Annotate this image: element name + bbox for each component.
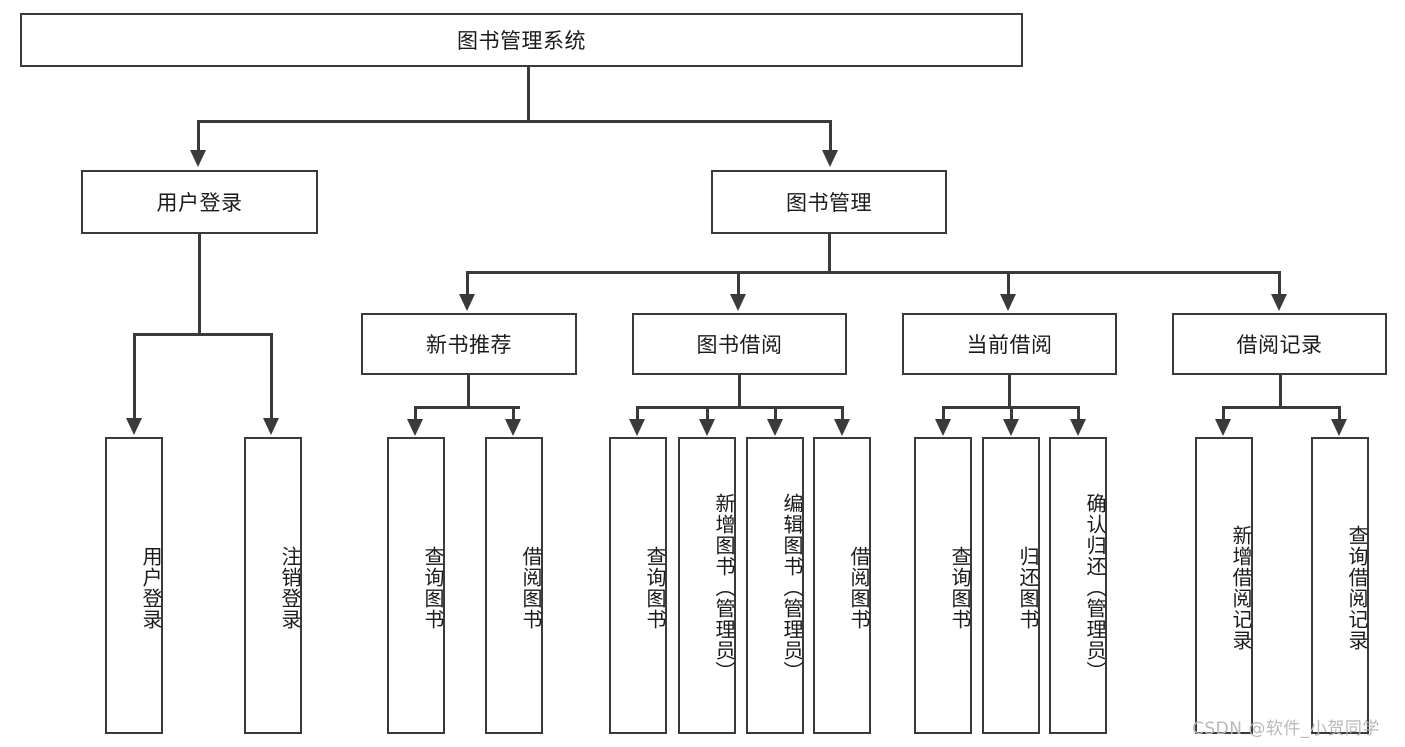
connector-book-borrow-leaf3 <box>774 406 777 421</box>
connector-borrow-record-leaf2 <box>1338 406 1341 421</box>
arrowhead-current-borrow-leaf2 <box>1003 419 1019 436</box>
watermark-text: CSDN @软件_小贺同学 <box>1192 719 1380 739</box>
node-user-login[interactable]: 用户登录 <box>81 170 318 234</box>
leaf-new-book-1[interactable]: 查询图书 <box>387 437 445 734</box>
node-book-borrow[interactable]: 图书借阅 <box>632 313 847 375</box>
leaf-book-borrow-2[interactable]: 新增图书（管理员） <box>678 437 736 734</box>
connector-borrow-record-stem <box>1279 375 1282 408</box>
connector-book-borrow-leaf1 <box>636 406 639 421</box>
connector-new-book-stem <box>467 375 470 408</box>
connector-to-new-book <box>466 271 469 296</box>
arrowhead-new-book-leaf1 <box>407 419 423 436</box>
connector-to-borrow-record <box>1278 271 1281 296</box>
leaf-current-borrow-2[interactable]: 归还图书 <box>982 437 1040 734</box>
connector-book-borrow-leaf2 <box>706 406 709 421</box>
arrowhead-to-current-borrow <box>1000 294 1016 311</box>
connector-new-book-leaf2 <box>512 406 515 421</box>
connector-current-borrow-stem <box>1008 375 1011 408</box>
connector-level2-bus <box>197 120 831 123</box>
connector-new-book-leaf1 <box>414 406 417 421</box>
node-borrow-record[interactable]: 借阅记录 <box>1172 313 1387 375</box>
connector-to-book-borrow <box>737 271 740 296</box>
node-label: 图书管理 <box>786 191 872 215</box>
leaf-book-borrow-3[interactable]: 编辑图书（管理员） <box>746 437 804 734</box>
leaf-book-borrow-1[interactable]: 查询图书 <box>609 437 667 734</box>
connector-user-login-stem <box>198 234 201 335</box>
leaf-user-login-2[interactable]: 注销登录 <box>244 437 302 734</box>
arrowhead-book-borrow-leaf2 <box>699 419 715 436</box>
arrowhead-borrow-record-leaf2 <box>1331 419 1347 436</box>
arrowhead-to-borrow-record <box>1271 294 1287 311</box>
arrowhead-book-borrow-leaf3 <box>767 419 783 436</box>
node-root-book-management-system[interactable]: 图书管理系统 <box>20 13 1023 67</box>
connector-root-stem <box>527 67 530 122</box>
leaf-borrow-record-2[interactable]: 查询借阅记录 <box>1311 437 1369 734</box>
node-label: 用户登录 <box>156 191 243 215</box>
leaf-current-borrow-3[interactable]: 确认归还（管理员） <box>1049 437 1107 734</box>
leaf-current-borrow-1[interactable]: 查询图书 <box>914 437 972 734</box>
node-label: 查询图书 <box>948 545 972 630</box>
connector-user-login-bus <box>133 333 272 336</box>
node-label: 新书推荐 <box>426 333 512 357</box>
connector-user-login-leaf2 <box>270 333 273 420</box>
leaf-borrow-record-1[interactable]: 新增借阅记录 <box>1195 437 1253 734</box>
node-label: 注销登录 <box>278 545 302 630</box>
node-label: 图书借阅 <box>696 333 783 357</box>
arrowhead-to-book-management <box>822 150 838 167</box>
node-label: 编辑图书（管理员） <box>780 493 804 682</box>
node-label: 查询图书 <box>643 545 667 630</box>
connector-to-current-borrow <box>1007 271 1010 296</box>
node-label: 查询借阅记录 <box>1345 524 1369 651</box>
node-book-management[interactable]: 图书管理 <box>711 170 947 234</box>
node-label: 查询图书 <box>421 545 445 630</box>
connector-to-book-management <box>829 120 832 153</box>
node-label: 新增图书（管理员） <box>712 493 736 682</box>
node-label: 确认归还（管理员） <box>1083 493 1107 682</box>
node-label: 借阅图书 <box>847 545 871 630</box>
arrowhead-current-borrow-leaf3 <box>1070 419 1086 436</box>
arrowhead-to-user-login <box>190 150 206 167</box>
connector-current-borrow-leaf3 <box>1077 406 1080 421</box>
leaf-book-borrow-4[interactable]: 借阅图书 <box>813 437 871 734</box>
connector-user-login-leaf1 <box>133 333 136 420</box>
arrowhead-user-login-leaf2 <box>263 418 279 435</box>
connector-new-book-bus <box>414 406 520 409</box>
connector-current-borrow-leaf1 <box>942 406 945 421</box>
node-label: 用户登录 <box>139 545 163 630</box>
leaf-new-book-2[interactable]: 借阅图书 <box>485 437 543 734</box>
node-label: 图书管理系统 <box>457 29 586 53</box>
node-new-book-recommend[interactable]: 新书推荐 <box>361 313 577 375</box>
arrowhead-new-book-leaf2 <box>505 419 521 436</box>
connector-book-borrow-leaf4 <box>841 406 844 421</box>
arrowhead-to-new-book <box>459 294 475 311</box>
connector-book-borrow-bus <box>636 406 842 409</box>
node-label: 新增借阅记录 <box>1229 524 1253 651</box>
node-label: 借阅记录 <box>1236 333 1323 357</box>
node-label: 归还图书 <box>1016 545 1040 630</box>
arrowhead-book-borrow-leaf1 <box>629 419 645 436</box>
arrowhead-user-login-leaf1 <box>126 418 142 435</box>
connector-book-borrow-stem <box>738 375 741 408</box>
arrowhead-borrow-record-leaf1 <box>1215 419 1231 436</box>
connector-book-management-stem <box>828 233 831 273</box>
connector-borrow-record-leaf1 <box>1222 406 1225 421</box>
arrowhead-book-borrow-leaf4 <box>834 419 850 436</box>
node-current-borrow[interactable]: 当前借阅 <box>902 313 1117 375</box>
connector-to-user-login <box>197 120 200 153</box>
connector-level3-bus <box>466 271 1280 274</box>
connector-borrow-record-bus <box>1222 406 1340 409</box>
leaf-user-login-1[interactable]: 用户登录 <box>105 437 163 734</box>
node-label: 当前借阅 <box>966 333 1053 357</box>
arrowhead-to-book-borrow <box>730 294 746 311</box>
arrowhead-current-borrow-leaf1 <box>935 419 951 436</box>
connector-current-borrow-leaf2 <box>1010 406 1013 421</box>
node-label: 借阅图书 <box>519 545 543 630</box>
